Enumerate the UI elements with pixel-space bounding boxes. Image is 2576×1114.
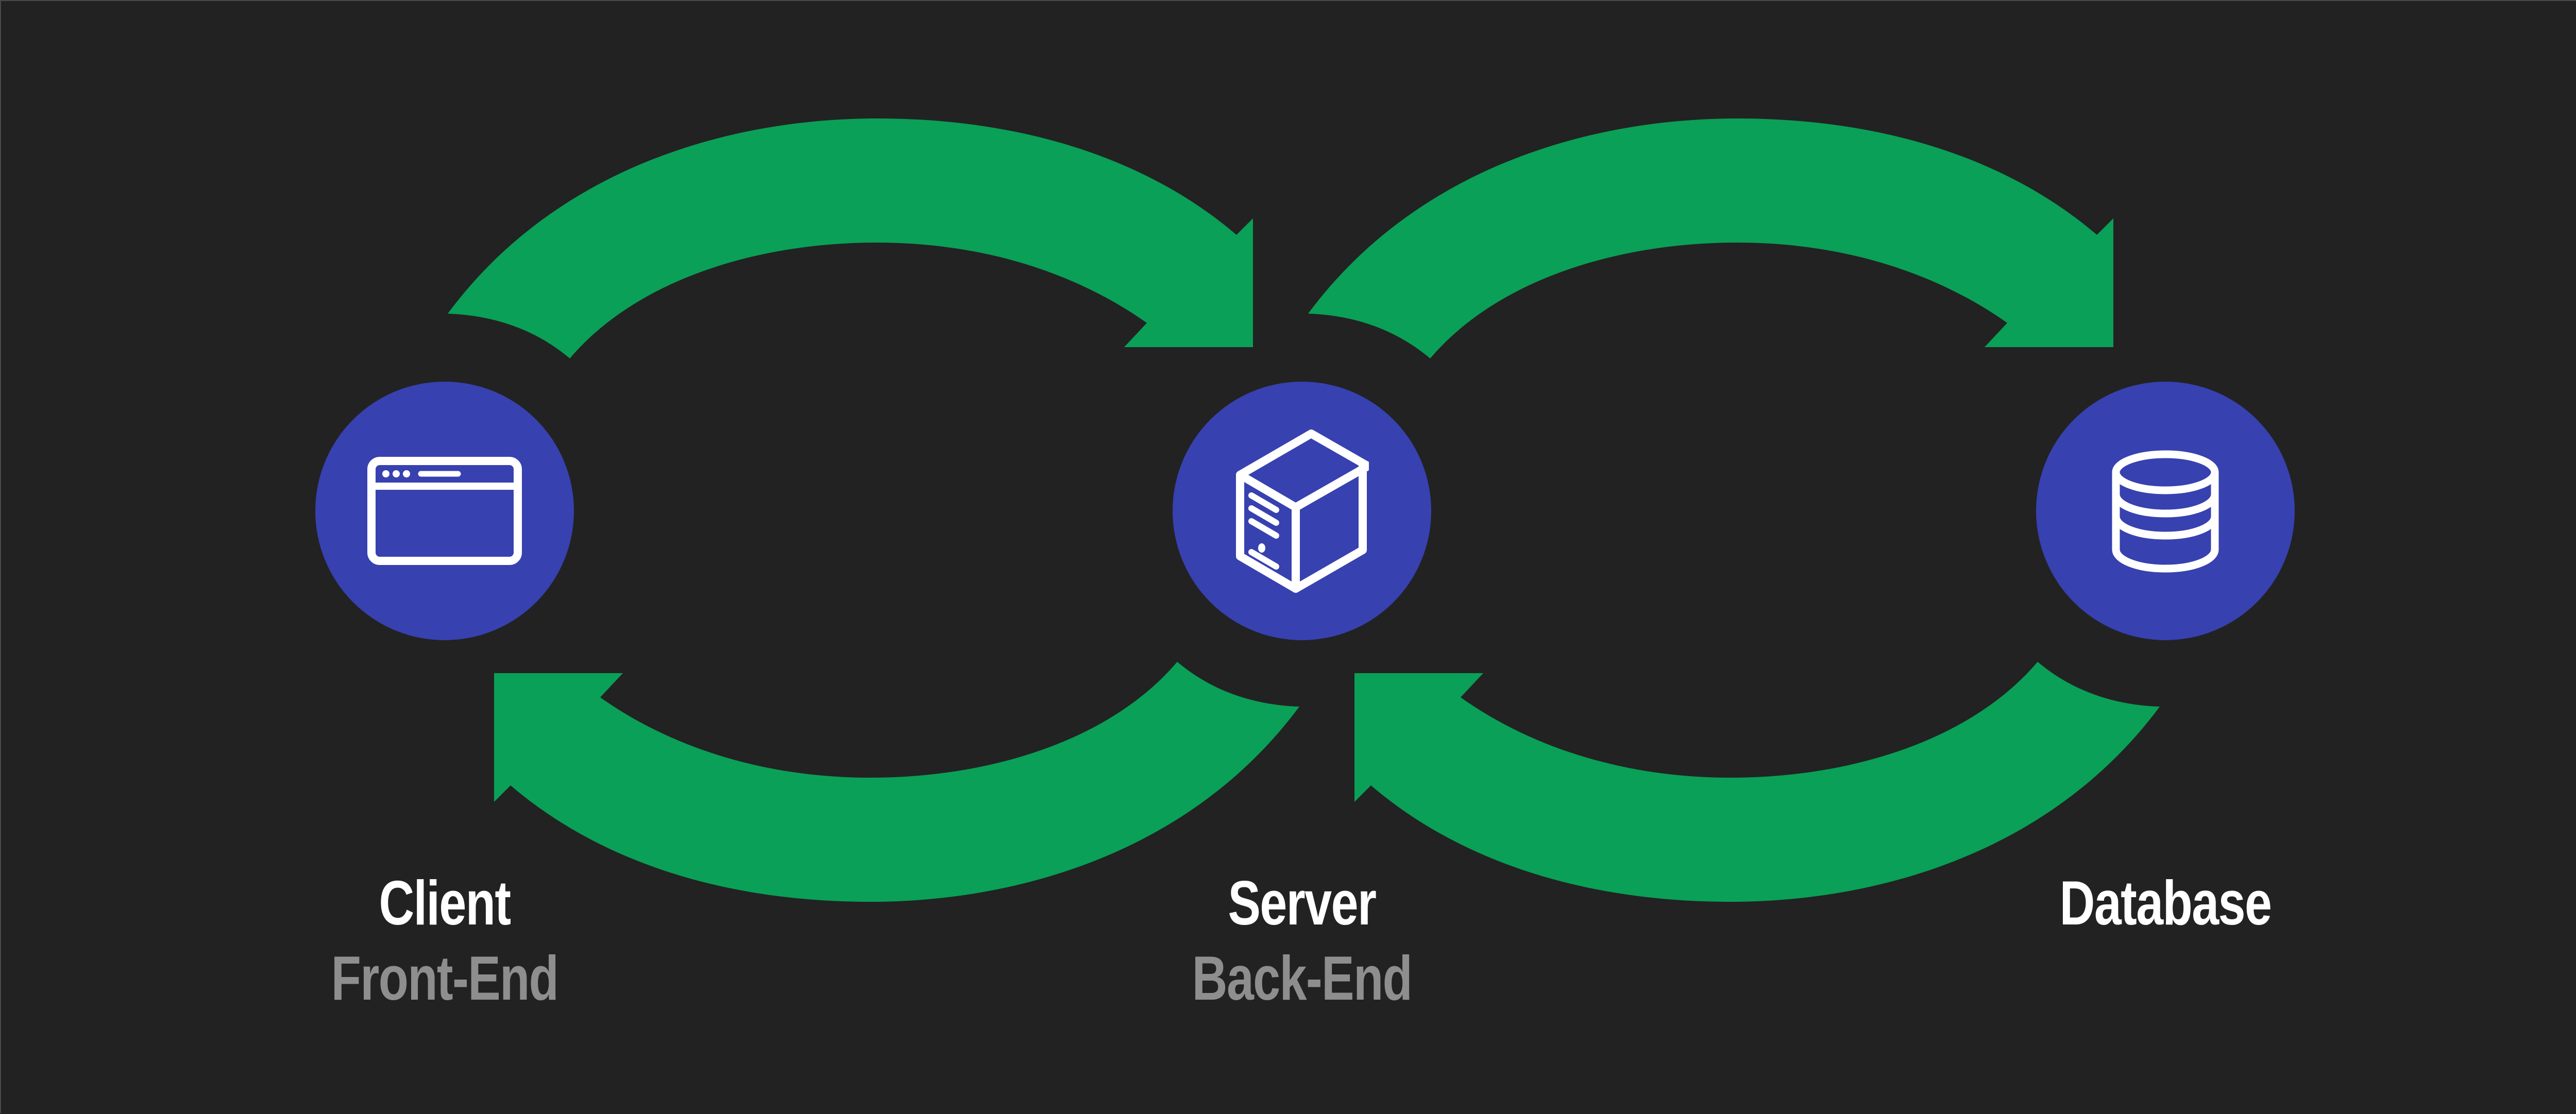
server-label-group: Server Back-End	[1070, 871, 1534, 1009]
arrow-server-to-database	[1308, 118, 2113, 358]
client-sublabel: Front-End	[331, 943, 559, 1013]
server-node	[1173, 382, 1431, 640]
client-label: Client	[379, 868, 512, 938]
server-label: Server	[1228, 868, 1377, 938]
client-label-group: Client Front-End	[213, 871, 676, 1009]
database-label-group: Database	[1934, 871, 2397, 934]
browser-window-icon	[367, 457, 522, 565]
arrow-client-to-server	[448, 118, 1253, 358]
server-sublabel: Back-End	[1192, 943, 1413, 1013]
database-label: Database	[2059, 868, 2272, 938]
server-tower-icon	[1236, 430, 1369, 593]
database-node	[2036, 382, 2295, 640]
arrow-server-to-client	[494, 662, 1299, 902]
database-cylinder-icon	[2112, 450, 2219, 573]
client-node	[315, 382, 574, 640]
arrow-database-to-server	[1354, 662, 2160, 902]
